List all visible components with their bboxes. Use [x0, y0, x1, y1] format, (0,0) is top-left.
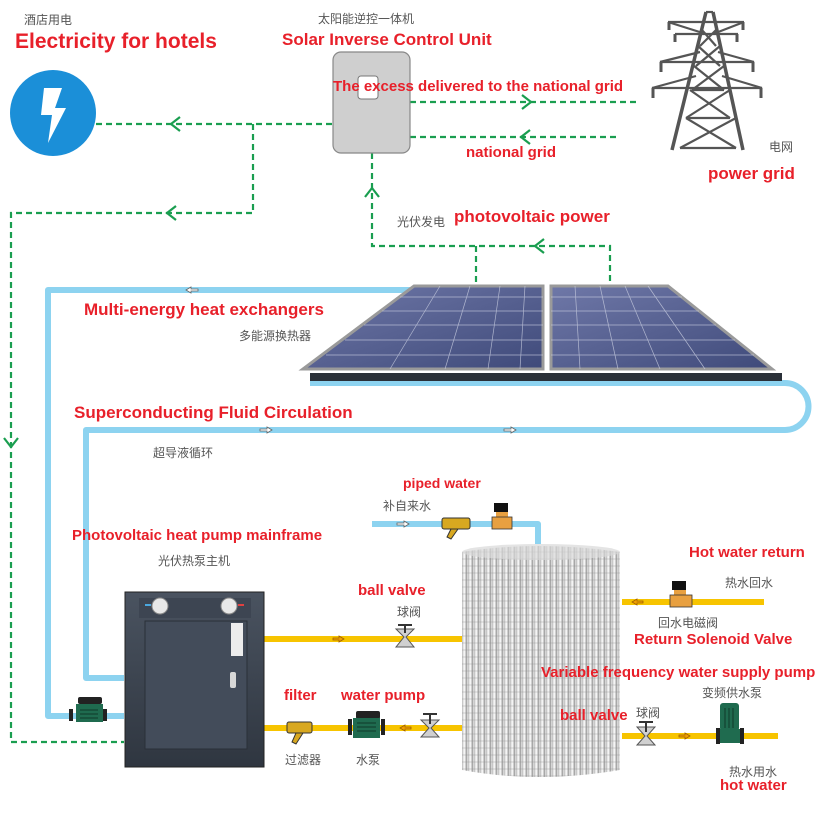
hotel-electricity-cn: 酒店用电: [24, 13, 73, 27]
hot-water-return-cn: 热水回水: [725, 576, 774, 590]
inverter-box-icon: [332, 51, 411, 154]
arrow-down-icon: [3, 437, 19, 449]
fluid-flow-arrows: [185, 286, 517, 528]
fluid-loop-inner: [83, 380, 812, 681]
excess-to-grid-label: The excess delivered to the national gri…: [333, 78, 624, 95]
power-line-pv-up: [370, 153, 612, 290]
return-solenoid-cn: 回水电磁阀: [658, 616, 719, 630]
ball-valve-right-cn: 球阀: [636, 706, 661, 720]
arrow-right-icon: [503, 426, 517, 434]
pv-power-cn: 光伏发电: [397, 215, 446, 229]
inverter-cn: 太阳能逆控一体机: [318, 12, 415, 26]
ball-valve-icon: [635, 721, 657, 746]
filter-icon: [441, 517, 471, 540]
filter-cn: 过滤器: [285, 753, 322, 767]
lightning-bolt-icon: [10, 70, 96, 156]
arrow-left-icon: [631, 598, 644, 606]
piped-water-cn: 补自来水: [383, 499, 432, 513]
supply-pump-icon: [716, 703, 744, 744]
hot-water-label: hot water: [720, 777, 787, 794]
solar-panels: [298, 284, 782, 381]
arrow-right-icon: [259, 426, 273, 434]
arrow-left-icon: [533, 238, 545, 254]
arrow-right-icon: [332, 635, 345, 643]
power-grid-cn: 电网: [769, 140, 794, 154]
power-line-branch-down: [9, 124, 255, 744]
supply-pump-label: Variable frequency water supply pump: [541, 664, 816, 681]
water-pump-label: water pump: [341, 687, 426, 704]
solenoid-valve-icon: [491, 503, 513, 530]
pv-power-label: photovoltaic power: [454, 207, 610, 226]
filter-label: filter: [284, 687, 317, 704]
piped-water-line: [372, 521, 541, 544]
piped-water-label: piped water: [403, 475, 481, 491]
arrow-left-icon: [169, 116, 181, 132]
fluid-circulation-label: Superconducting Fluid Circulation: [74, 403, 353, 422]
arrow-up-icon: [364, 186, 380, 198]
power-grid-label: power grid: [708, 164, 795, 183]
fluid-circulation-cn: 超导液循环: [153, 446, 214, 460]
solar-panel-left: [298, 284, 545, 371]
hotel-electricity-label: Electricity for hotels: [15, 30, 217, 53]
arrow-left-icon: [399, 724, 412, 732]
circulation-pump-icon: [69, 697, 107, 722]
hot-water-cn: 热水用水: [729, 765, 778, 779]
power-arrows: [3, 94, 545, 449]
ball-valve-right-label: ball valve: [560, 707, 628, 724]
national-grid-label: national grid: [466, 144, 556, 161]
solenoid-valve-icon: [669, 581, 693, 608]
arrow-right-icon: [396, 520, 410, 528]
ball-valve-icon: [394, 624, 416, 648]
arrow-right-icon: [678, 732, 691, 740]
water-tank-icon: [462, 544, 620, 777]
hot-water-return-label: Hot water return: [689, 544, 805, 561]
heat-exchanger-label: Multi-energy heat exchangers: [84, 300, 324, 319]
arrow-left-icon: [519, 129, 531, 145]
heat-exchanger-cn: 多能源换热器: [239, 329, 312, 343]
water-pump-icon: [348, 711, 385, 738]
filter-icon: [286, 721, 313, 745]
arrow-right-icon: [521, 94, 533, 110]
water-flow-arrows: [332, 598, 691, 740]
power-lines: [9, 100, 640, 744]
supply-pump-cn: 变频供水泵: [702, 686, 763, 700]
return-solenoid-label: Return Solenoid Valve: [634, 631, 793, 648]
ball-valve-top-cn: 球阀: [397, 605, 422, 619]
mainframe-label: Photovoltaic heat pump mainframe: [72, 527, 323, 544]
water-pump-cn: 水泵: [356, 753, 381, 767]
ball-valve-icon: [419, 713, 441, 738]
arrow-left-icon: [165, 205, 177, 221]
inverter-label: Solar Inverse Control Unit: [282, 30, 492, 49]
arrow-left-icon: [185, 286, 199, 294]
ball-valve-top-label: ball valve: [358, 582, 426, 599]
transmission-tower-icon: [651, 10, 763, 151]
solar-panel-right: [549, 284, 777, 371]
mainframe-cn: 光伏热泵主机: [158, 554, 231, 568]
heat-pump-mainframe-icon: [124, 591, 265, 768]
